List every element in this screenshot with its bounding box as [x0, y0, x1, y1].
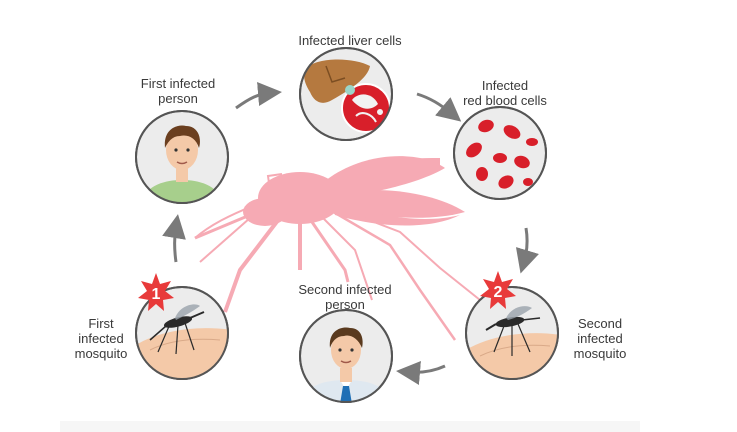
label-infected-liver-cells: Infected liver cells — [298, 33, 402, 48]
badge-2-number: 2 — [493, 284, 503, 301]
label-second-infected-mosquito: Second infected mosquito — [573, 316, 627, 361]
mosquito-silhouette — [194, 156, 481, 341]
bottom-strip — [60, 421, 640, 432]
second-mosquito-circle — [465, 286, 559, 380]
badge-1-number: 1 — [151, 286, 161, 303]
arrow-mosquito1-to-person1 — [162, 214, 186, 263]
second-person-circle — [299, 309, 393, 403]
arrow-liver-to-rbc — [416, 92, 462, 122]
liver-cells-circle — [299, 47, 393, 141]
arrow-rbc-to-mosquito2 — [515, 227, 539, 274]
label-first-infected-mosquito: First infected mosquito — [74, 316, 128, 361]
arrow-person-to-liver — [235, 82, 282, 110]
badge-1-starburst — [138, 273, 174, 311]
first-person-circle — [135, 110, 229, 204]
first-mosquito-circle — [135, 286, 229, 380]
red-blood-cells-circle — [453, 106, 547, 200]
label-second-infected-person: Second infected person — [298, 282, 392, 312]
label-infected-red-blood-cells: Infected red blood cells — [463, 78, 547, 108]
arrow-mosquito2-to-person2 — [396, 361, 446, 385]
badge-2-starburst — [480, 271, 516, 309]
label-first-infected-person: First infected person — [140, 76, 216, 106]
